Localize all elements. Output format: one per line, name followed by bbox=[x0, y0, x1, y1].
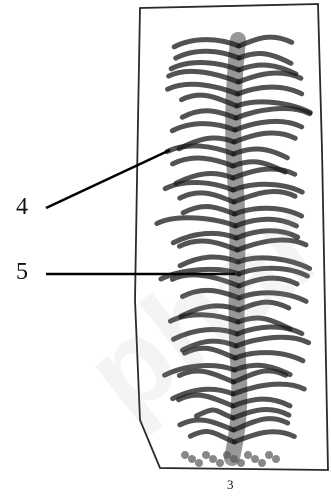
left-branch-23 bbox=[170, 315, 238, 322]
left-branch-13 bbox=[180, 193, 234, 202]
right-branch-8 bbox=[234, 133, 295, 142]
right-branch-16 bbox=[236, 231, 297, 238]
basal-cell-0 bbox=[181, 451, 189, 459]
basal-cell-4 bbox=[209, 455, 217, 463]
right-branch-15 bbox=[235, 219, 296, 226]
right-branch-0 bbox=[239, 37, 292, 46]
right-branch-1 bbox=[239, 54, 291, 64]
basal-cell-12 bbox=[265, 451, 273, 459]
left-branch-33 bbox=[190, 431, 234, 442]
right-branch-6 bbox=[236, 109, 310, 118]
right-branch-19 bbox=[239, 268, 308, 276]
basal-cell-10 bbox=[251, 455, 259, 463]
basal-cell-13 bbox=[272, 455, 280, 463]
basal-cell-2 bbox=[195, 459, 203, 467]
basal-cell-5 bbox=[216, 459, 224, 467]
plate-number: 3 bbox=[227, 478, 234, 491]
left-branch-10 bbox=[173, 158, 234, 166]
left-branch-30 bbox=[179, 395, 233, 406]
right-branch-7 bbox=[235, 121, 302, 130]
basal-cell-11 bbox=[258, 459, 266, 467]
basal-cell-8 bbox=[237, 459, 245, 467]
label-4-leader bbox=[46, 150, 170, 208]
right-branch-22 bbox=[239, 302, 289, 310]
left-branch-0 bbox=[174, 40, 239, 47]
right-branch-4 bbox=[238, 87, 302, 94]
left-branch-17 bbox=[179, 241, 237, 250]
left-branch-9 bbox=[167, 146, 233, 154]
left-branch-24 bbox=[173, 329, 237, 339]
left-branch-32 bbox=[180, 420, 234, 430]
left-branch-28 bbox=[179, 371, 233, 382]
left-branch-15 bbox=[157, 218, 236, 226]
label-5: 5 bbox=[16, 260, 28, 284]
basal-cell-7 bbox=[230, 455, 238, 463]
basal-cell-1 bbox=[188, 455, 196, 463]
label-4: 4 bbox=[16, 195, 28, 219]
left-branch-26 bbox=[185, 348, 236, 358]
left-branch-31 bbox=[196, 410, 233, 418]
left-branch-1 bbox=[176, 51, 239, 58]
basal-cell-6 bbox=[223, 451, 231, 459]
basal-cell-3 bbox=[202, 451, 210, 459]
right-branch-25 bbox=[236, 337, 308, 346]
right-branch-20 bbox=[239, 278, 297, 286]
right-branch-3 bbox=[238, 73, 300, 82]
left-branch-14 bbox=[183, 207, 234, 214]
left-branch-12 bbox=[165, 182, 233, 190]
basal-cell-9 bbox=[244, 451, 252, 459]
right-branch-17 bbox=[237, 240, 306, 250]
right-branch-24 bbox=[237, 327, 302, 334]
